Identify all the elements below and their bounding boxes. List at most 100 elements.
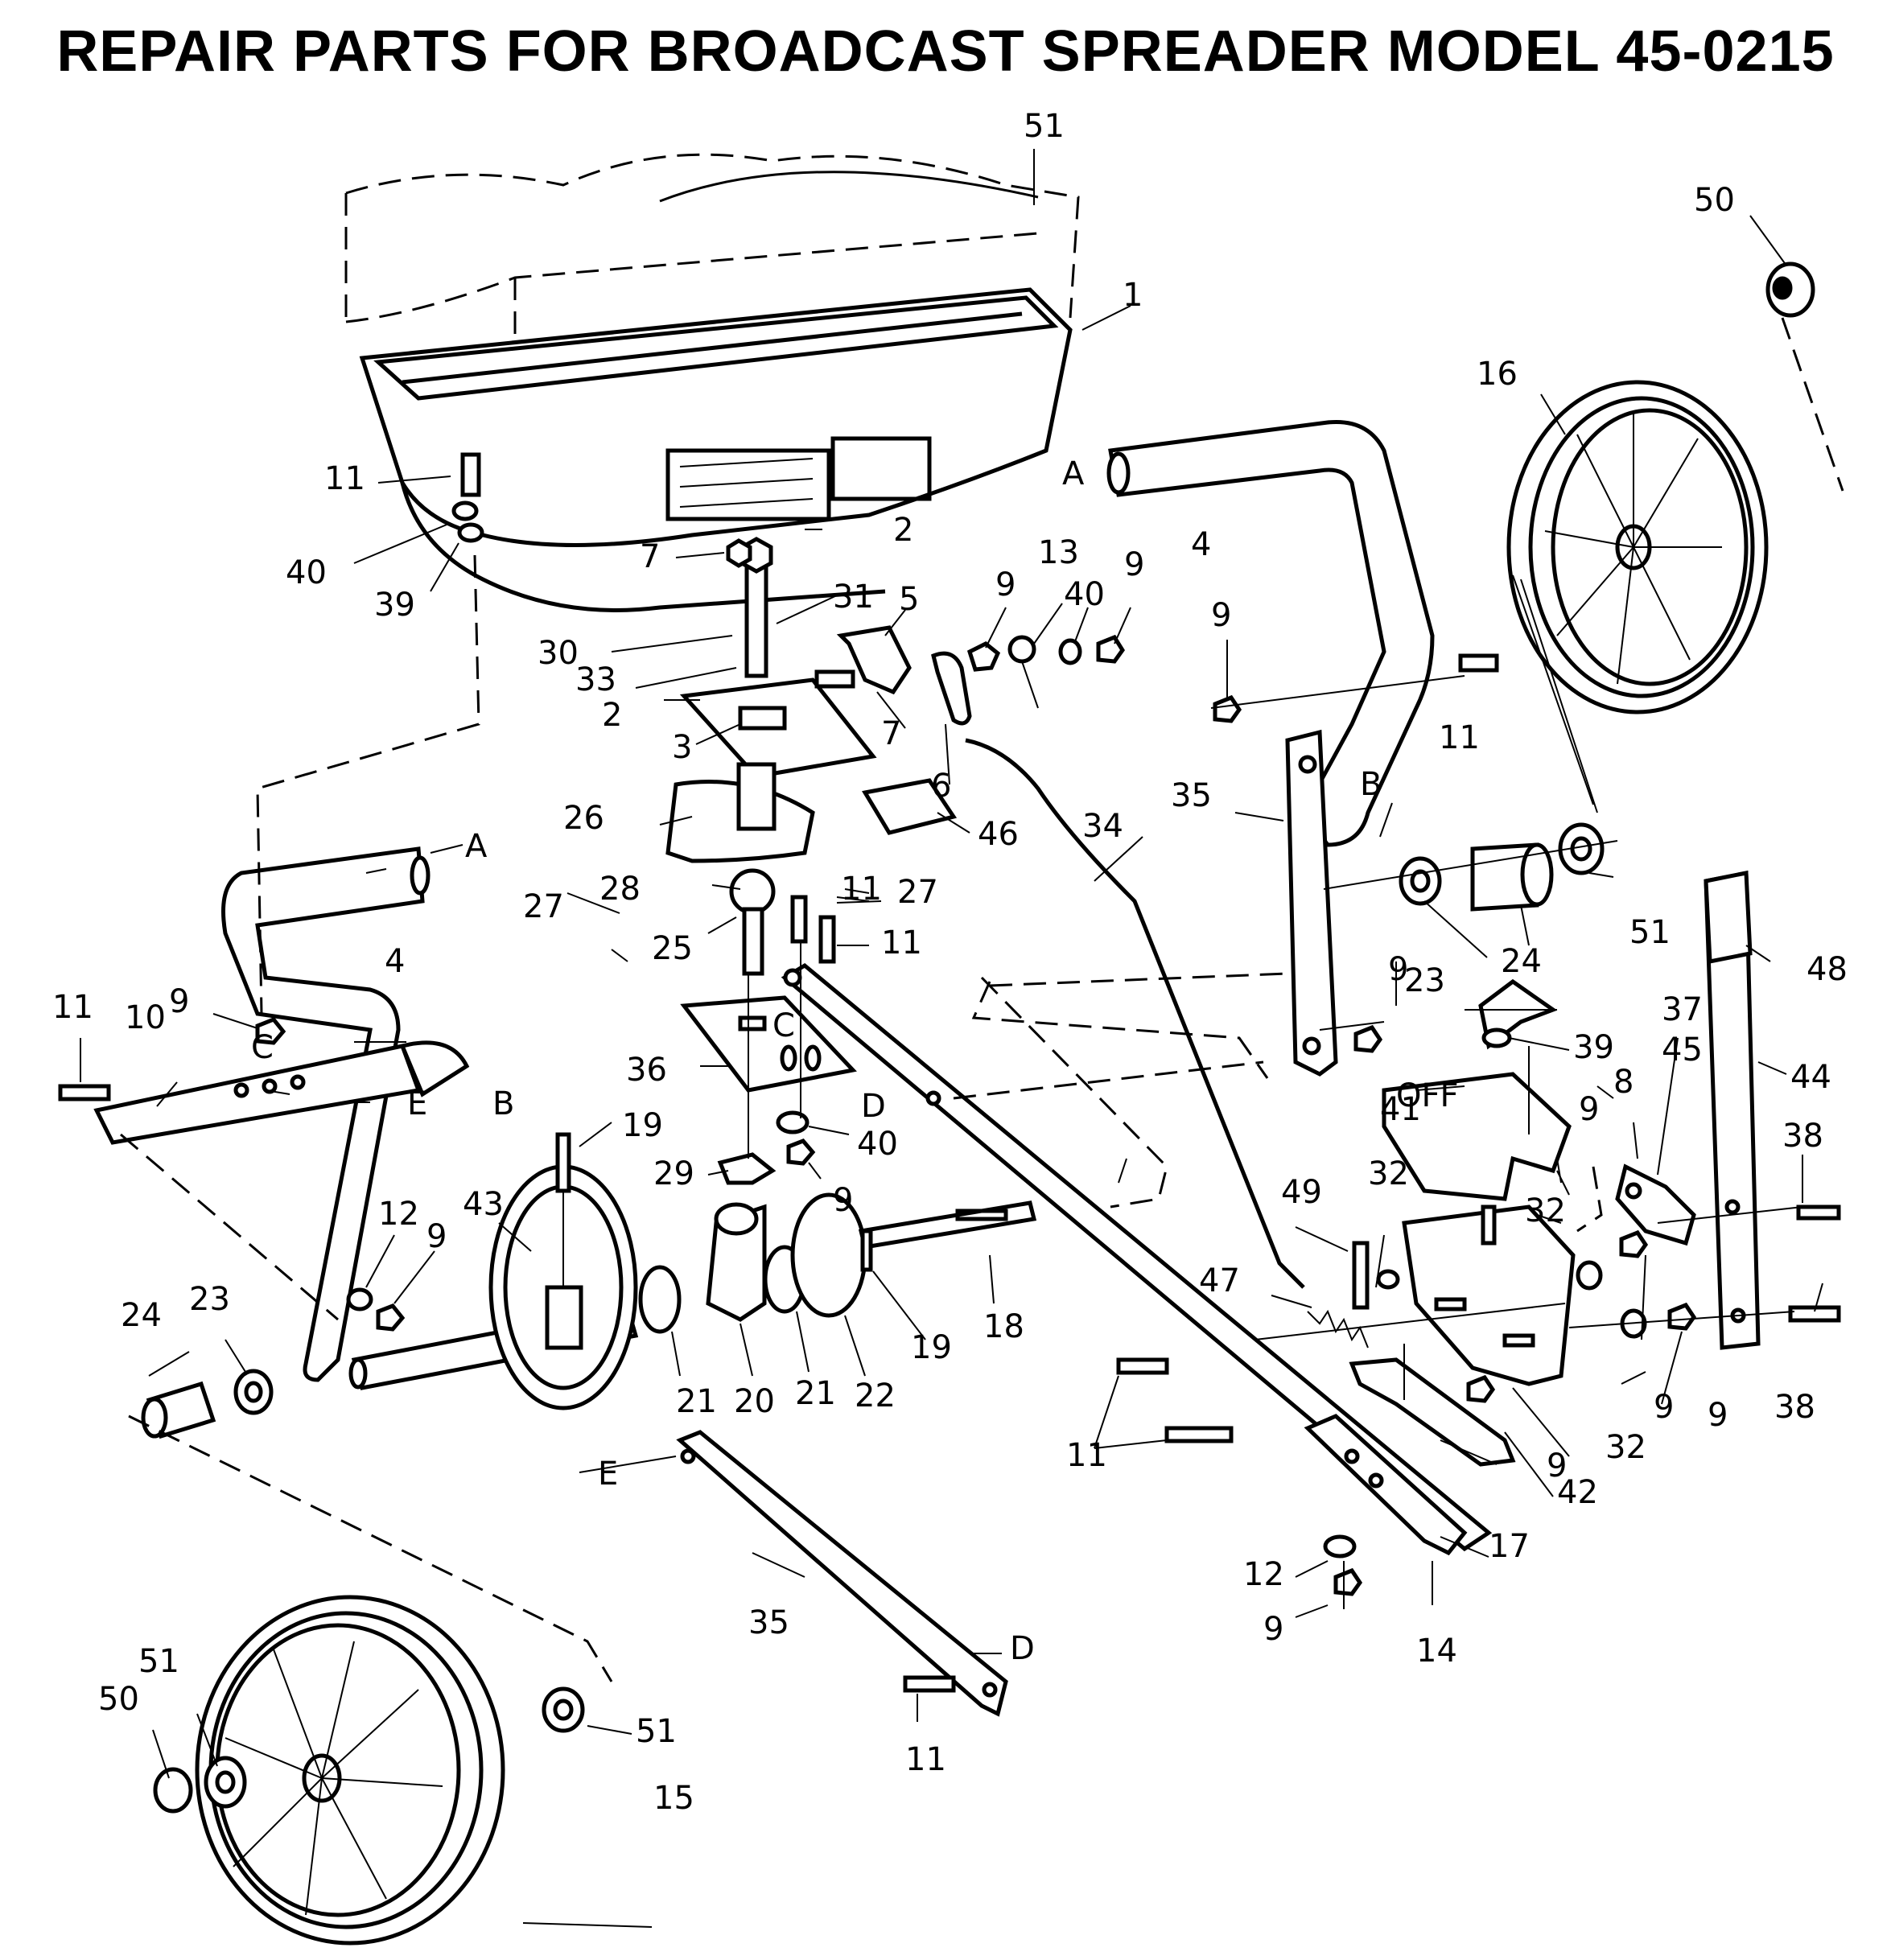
callout-4: 4: [385, 943, 405, 980]
callout-18: 18: [983, 1308, 1024, 1345]
callout-50: 50: [1694, 182, 1735, 219]
callout-12: 12: [1243, 1556, 1284, 1593]
callout-21: 21: [795, 1375, 836, 1412]
callout-36: 36: [626, 1052, 667, 1089]
callout-38: 38: [1782, 1118, 1823, 1155]
gear-housing-20: [706, 1202, 767, 1322]
callout-49: 49: [1281, 1174, 1322, 1211]
callout-23: 23: [1404, 962, 1445, 999]
callout-17: 17: [1489, 1528, 1530, 1565]
callout-11: 11: [324, 460, 365, 497]
callout-2: 2: [893, 512, 913, 549]
bushing-24-left: [141, 1381, 216, 1439]
callout-35: 35: [748, 1604, 789, 1641]
callout-25: 25: [652, 930, 693, 967]
callout-45: 45: [1662, 1031, 1703, 1069]
callout-39: 39: [1573, 1029, 1614, 1066]
upper-handle-tube: [1106, 419, 1435, 847]
callout-46: 46: [978, 816, 1019, 853]
ref-A: A: [1062, 455, 1085, 492]
spring-13: [1007, 635, 1039, 709]
handle-44: [1704, 870, 1761, 1350]
callout-11: 11: [52, 989, 93, 1026]
callout-5: 5: [899, 581, 919, 618]
ref-A: A: [465, 828, 488, 865]
callout-50: 50: [98, 1681, 139, 1718]
callout-29: 29: [653, 1155, 694, 1192]
callout-20: 20: [734, 1383, 775, 1420]
callout-47: 47: [1199, 1262, 1240, 1299]
callout-1: 1: [1123, 277, 1143, 314]
callout-27: 27: [523, 888, 564, 925]
callout-38: 38: [1774, 1389, 1815, 1426]
callout-9: 9: [995, 566, 1016, 603]
callout-4: 4: [1191, 526, 1211, 563]
callout-10: 10: [125, 999, 166, 1036]
wheel-right: [1506, 380, 1769, 714]
spacer-23-left: [233, 1369, 274, 1415]
mounting-plate-36: [680, 995, 857, 1093]
handle-left: [221, 846, 431, 1382]
callout-9: 9: [426, 1218, 447, 1255]
part-callouts: 51 1 50 16 A 4 11 11 40 39 7 2 31 5 30 3…: [52, 108, 1848, 1817]
callout-11: 11: [905, 1741, 946, 1778]
leader-lines: [80, 149, 1823, 1928]
callout-40: 40: [286, 554, 327, 591]
callout-9: 9: [1654, 1389, 1674, 1426]
callout-7: 7: [881, 715, 901, 752]
ref-C: C: [772, 1007, 795, 1044]
washer-40-center: [776, 1110, 810, 1134]
callout-35: 35: [1171, 777, 1212, 814]
callout-9: 9: [833, 1182, 853, 1219]
callout-11: 11: [841, 871, 882, 908]
ref-C: C: [251, 1029, 274, 1066]
callout-31: 31: [833, 579, 874, 616]
callout-6: 6: [931, 768, 951, 805]
collar-21a: [638, 1265, 682, 1334]
impeller-26: [665, 762, 815, 863]
drive-shaft-18: [858, 1200, 1037, 1250]
callout-24: 24: [121, 1297, 162, 1334]
callout-9: 9: [169, 983, 189, 1020]
bracket-off-label: OFF: [1396, 1077, 1459, 1114]
callout-51: 51: [1024, 108, 1065, 145]
gear-plate-3: [679, 677, 877, 779]
callout-44: 44: [1790, 1059, 1831, 1096]
callout-24: 24: [1501, 943, 1542, 980]
callout-43: 43: [463, 1186, 504, 1223]
drive-gear-22: [790, 1192, 867, 1318]
lower-brace-35: [676, 1430, 1008, 1717]
callout-37: 37: [1662, 991, 1703, 1028]
callout-11: 11: [1066, 1437, 1107, 1474]
callout-11: 11: [881, 924, 922, 961]
callout-21: 21: [676, 1383, 717, 1420]
callout-11: 11: [1439, 719, 1480, 756]
bracket-5: [836, 625, 912, 695]
ref-B: B: [492, 1085, 514, 1122]
frame-bracket-17: [1349, 1357, 1516, 1467]
callout-51: 51: [636, 1713, 677, 1750]
washer-51-left-a: [204, 1756, 247, 1809]
control-lever-8: [1615, 1163, 1696, 1246]
callout-16: 16: [1477, 356, 1518, 393]
callout-9: 9: [1263, 1611, 1283, 1648]
ref-E: E: [407, 1085, 427, 1122]
callout-32: 32: [1605, 1429, 1646, 1466]
handle-lower-right: [1285, 729, 1338, 1077]
callout-30: 30: [538, 635, 579, 672]
callout-42: 42: [1557, 1474, 1598, 1511]
hopper-cover: [344, 153, 1080, 366]
callout-19: 19: [911, 1329, 952, 1366]
callout-9: 9: [1124, 546, 1144, 583]
callout-40: 40: [857, 1126, 898, 1163]
pin-19a: [555, 1132, 571, 1193]
spacer-23-right: [1399, 856, 1442, 906]
callout-9: 9: [1708, 1397, 1728, 1434]
callout-26: 26: [563, 800, 604, 837]
hub-cap-left: [153, 1767, 193, 1814]
callout-3: 3: [672, 729, 692, 766]
callout-8: 8: [1613, 1064, 1634, 1101]
callout-33: 33: [575, 661, 616, 698]
ref-D: D: [861, 1088, 886, 1125]
